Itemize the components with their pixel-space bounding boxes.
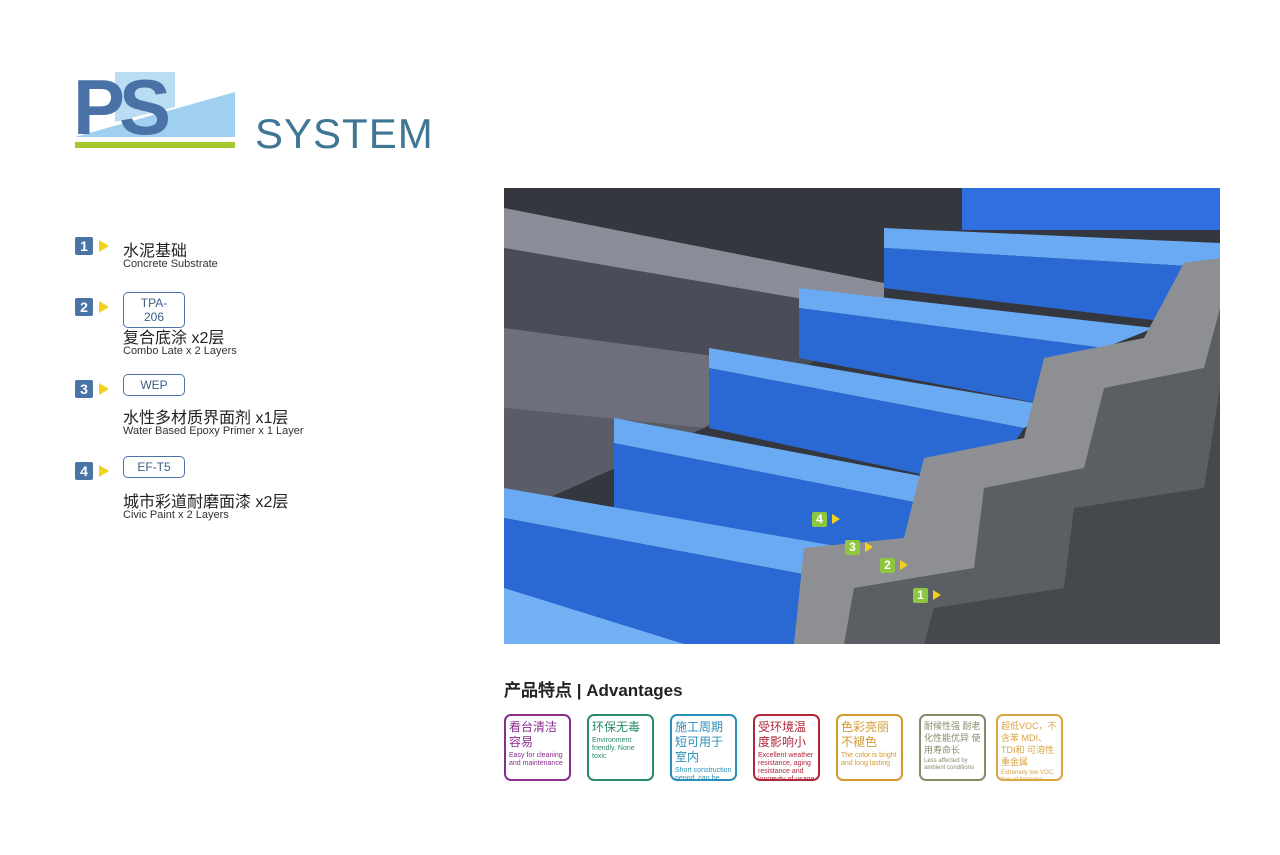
arrow-icon (99, 465, 109, 477)
system-title: SYSTEM (255, 110, 434, 157)
layer-tag-3: 3 (845, 540, 873, 555)
layer-tag-2: 2 (880, 558, 908, 573)
advantage-en: Environment friendly. None toxic (592, 737, 635, 760)
layer-tag-4: 4 (812, 512, 840, 527)
advantage-zh: 受环境温度影响小 (758, 720, 807, 749)
arrow-icon (99, 240, 109, 252)
arrow-icon (99, 383, 109, 395)
advantage-badge: 环保无毒 Environment friendly. None toxic (587, 714, 654, 781)
advantage-badge: 受环境温度影响小 Excellent weather resistance, ag… (753, 714, 820, 781)
product-code: WEP (123, 374, 185, 396)
layer-zh: 水泥基础 (123, 243, 188, 260)
advantage-zh: 耐候性强 耐老化性能优异 使用寿命长 (924, 721, 981, 755)
ps-logo: PS (75, 63, 235, 151)
advantage-en: The color is bright and long lasting (841, 752, 897, 767)
advantage-zh: 施工周期短可用于室内 (675, 720, 724, 764)
stairs-photo: 4 3 2 1 (504, 188, 1220, 644)
layer-tag-1: 1 (913, 588, 941, 603)
advantage-badge: 施工周期短可用于室内 Short construction period, can… (670, 714, 737, 781)
layer-number: 2 (75, 298, 93, 316)
advantages-title: 产品特点 | Advantages (504, 681, 683, 700)
layer-en: Water Based Epoxy Primer x 1 Layer (123, 425, 304, 437)
layer-number: 1 (75, 237, 93, 255)
advantage-en: Less affected by ambient conditions (924, 758, 975, 771)
layer-number: 4 (75, 462, 93, 480)
advantage-en: Easy for cleaning and maintenance (509, 752, 563, 767)
advantage-badge: 超低VOC，不含苯 MDI、TDI和 可溶性重金属 Extremely low V… (996, 714, 1063, 781)
advantage-zh: 看台清洁容易 (509, 720, 558, 749)
advantage-en: Short construction period, can be used i… (675, 767, 732, 781)
advantage-zh: 色彩亮丽不褪色 (841, 720, 890, 749)
layer-en: Combo Late x 2 Layers (123, 345, 237, 357)
advantage-en: Excellent weather resistance, aging resi… (758, 752, 815, 781)
advantage-badge: 看台清洁容易 Easy for cleaning and maintenance (504, 714, 571, 781)
layer-number: 3 (75, 380, 93, 398)
layer-zh: 复合底涂 x2层 (123, 330, 225, 347)
advantage-zh: 超低VOC，不含苯 MDI、TDI和 可溶性重金属 (1001, 721, 1057, 767)
arrow-icon (99, 301, 109, 313)
layer-en: Concrete Substrate (123, 258, 218, 270)
layer-zh: 水性多材质界面剂 x1层 (123, 410, 289, 427)
advantage-badge: 色彩亮丽不褪色 The color is bright and long last… (836, 714, 903, 781)
product-code: EF-T5 (123, 456, 185, 478)
advantage-badge: 耐候性强 耐老化性能优异 使用寿命长 Less affected by ambie… (919, 714, 986, 781)
advantage-zh: 环保无毒 (592, 720, 641, 734)
product-code: TPA-206 (123, 292, 185, 328)
svg-text:PS: PS (75, 63, 168, 151)
advantage-en: Extremely low VOC, free of benzene, MDI,… (1001, 770, 1055, 781)
layer-zh: 城市彩道耐磨面漆 x2层 (123, 494, 289, 511)
layer-en: Civic Paint x 2 Layers (123, 509, 229, 521)
